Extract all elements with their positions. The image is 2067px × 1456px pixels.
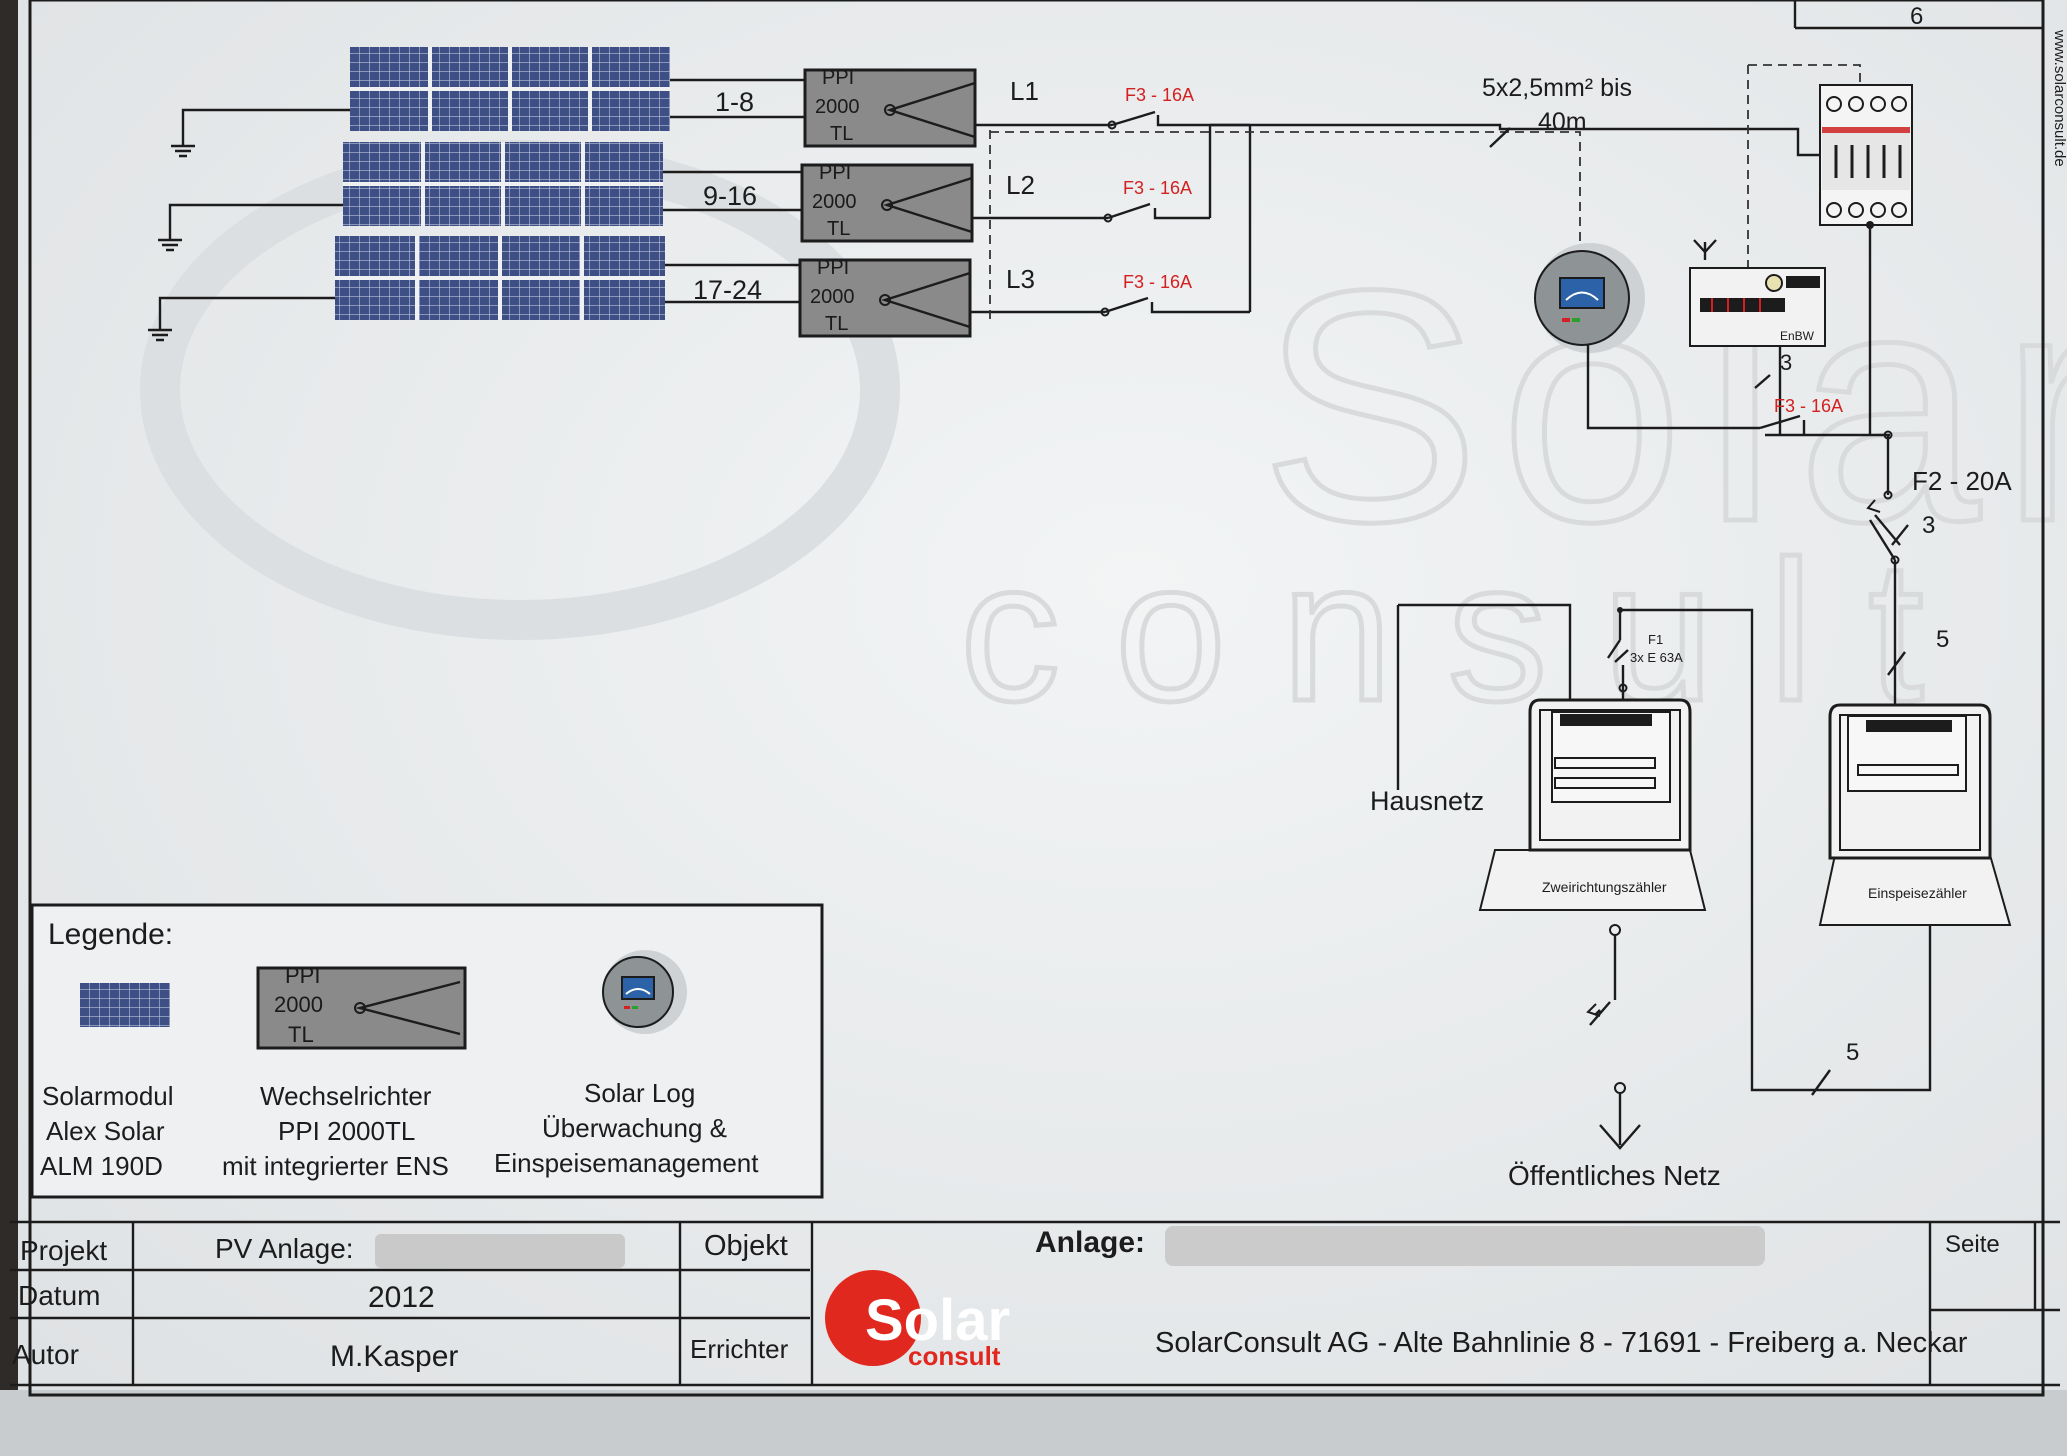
projekt-label: Projekt: [20, 1235, 107, 1266]
svg-text:TL: TL: [830, 123, 853, 145]
side-url: www.solarconsult.de: [2051, 29, 2067, 167]
string-label-1: 1-8: [715, 87, 754, 117]
legend-item-1-line3: ALM 190D: [40, 1151, 163, 1181]
seite-label: Seite: [1945, 1231, 2000, 1258]
inverter-2: PPI 2000 TL: [800, 162, 974, 243]
pv-array: [335, 47, 670, 320]
title-block: Projekt PV Anlage: Objekt Anlage: Seite …: [10, 1220, 2060, 1387]
bidirectional-meter-label: Zweirichtungszähler: [1542, 879, 1667, 895]
svg-text:Solar: Solar: [865, 1288, 1010, 1353]
svg-text:2000: 2000: [815, 96, 860, 118]
legend-item-2-line3: mit integrierter ENS: [222, 1151, 449, 1181]
feed-wire-count: 5: [1936, 626, 1949, 653]
enbw-wire-count: 3: [1780, 350, 1792, 375]
legend-item-3-line3: Einspeisemanagement: [494, 1148, 759, 1178]
cable-label-line2: 40m: [1538, 108, 1587, 136]
legend-item-2-line2: PPI 2000TL: [278, 1116, 415, 1146]
return-wire-count: 5: [1846, 1039, 1859, 1066]
legend-solar-log-icon: [602, 950, 687, 1034]
legend-item-1-line2: Alex Solar: [46, 1116, 165, 1146]
svg-text:2000: 2000: [812, 191, 857, 213]
svg-text:PPI: PPI: [822, 67, 854, 89]
svg-text:TL: TL: [825, 313, 848, 335]
bidirectional-meter: Zweirichtungszähler: [1478, 698, 1707, 911]
cable-label-line1: 5x2,5mm² bis: [1482, 74, 1632, 102]
pv-anlage-label: PV Anlage:: [215, 1233, 354, 1264]
svg-text:2000: 2000: [274, 992, 323, 1017]
legend-inverter-icon: PPI 2000 TL: [256, 963, 467, 1050]
svg-text:PPI: PPI: [285, 963, 320, 988]
company-address: SolarConsult AG - Alte Bahnlinie 8 - 716…: [1155, 1327, 1968, 1359]
datum-label: Datum: [18, 1280, 100, 1311]
enbw-brand: EnBW: [1780, 329, 1815, 343]
svg-text:PPI: PPI: [817, 257, 849, 279]
fuse-label-l2: F3 - 16A: [1123, 178, 1192, 198]
phase-label-l3: L3: [1006, 264, 1035, 294]
enbw-meter: EnBW: [1689, 239, 1826, 347]
fuse-label-l3: F3 - 16A: [1123, 272, 1192, 292]
inverter-3: PPI 2000 TL: [798, 257, 972, 338]
distribution-box: [1819, 84, 1913, 226]
errichter-label: Errichter: [690, 1334, 789, 1364]
phase-label-l2: L2: [1006, 170, 1035, 200]
svg-text:TL: TL: [827, 218, 850, 240]
watermark-consult: consult: [960, 520, 1979, 743]
datum-value: 2012: [368, 1281, 435, 1314]
svg-text:PPI: PPI: [819, 162, 851, 184]
legend-item-3-line2: Überwachung &: [542, 1113, 727, 1143]
anlage-redacted: [1165, 1226, 1765, 1266]
objekt-label: Objekt: [704, 1230, 788, 1262]
phase-label-l1: L1: [1010, 76, 1039, 106]
legend-item-3-line1: Solar Log: [584, 1078, 695, 1108]
enbw-fuse-label: F3 - 16A: [1774, 396, 1843, 416]
pv-anlage-redacted: [375, 1234, 625, 1268]
main-fuse-count: 3: [1922, 512, 1935, 539]
legend-box: Legende: PPI 2000 TL Solarmodul Alex Sol…: [30, 903, 824, 1199]
svg-text:consult: consult: [908, 1341, 1001, 1371]
grid-label: Öffentliches Netz: [1508, 1160, 1721, 1191]
string-label-2: 9-16: [703, 181, 757, 211]
drawing-frame: [28, 0, 2045, 1397]
feed-in-meter-label: Einspeisezähler: [1868, 885, 1967, 901]
sheet-number: 6: [1910, 3, 1923, 30]
legend-item-1-line1: Solarmodul: [42, 1081, 174, 1111]
solarconsult-logo: Solar consult: [825, 1270, 1010, 1371]
legend-solar-module-icon: [80, 983, 170, 1027]
f1-label: F1: [1648, 632, 1663, 647]
inverter-1: PPI 2000 TL: [803, 67, 977, 148]
hausnetz-label: Hausnetz: [1370, 786, 1484, 816]
feed-in-meter: Einspeisezähler: [1818, 703, 2012, 926]
watermark-solar: Solar: [1260, 221, 2067, 590]
autor-value: M.Kasper: [330, 1340, 458, 1373]
string-label-3: 17-24: [693, 275, 762, 305]
svg-text:TL: TL: [288, 1022, 314, 1047]
solar-log-device: [1534, 243, 1645, 353]
legend-title: Legende:: [48, 918, 173, 951]
f1-rating: 3x E 63A: [1630, 650, 1683, 665]
legend-item-2-line1: Wechselrichter: [260, 1081, 432, 1111]
fuse-label-l1: F3 - 16A: [1125, 85, 1194, 105]
anlage-label: Anlage:: [1035, 1226, 1145, 1259]
main-fuse-label: F2 - 20A: [1912, 466, 2012, 496]
autor-label: Autor: [12, 1339, 79, 1370]
svg-text:2000: 2000: [810, 286, 855, 308]
